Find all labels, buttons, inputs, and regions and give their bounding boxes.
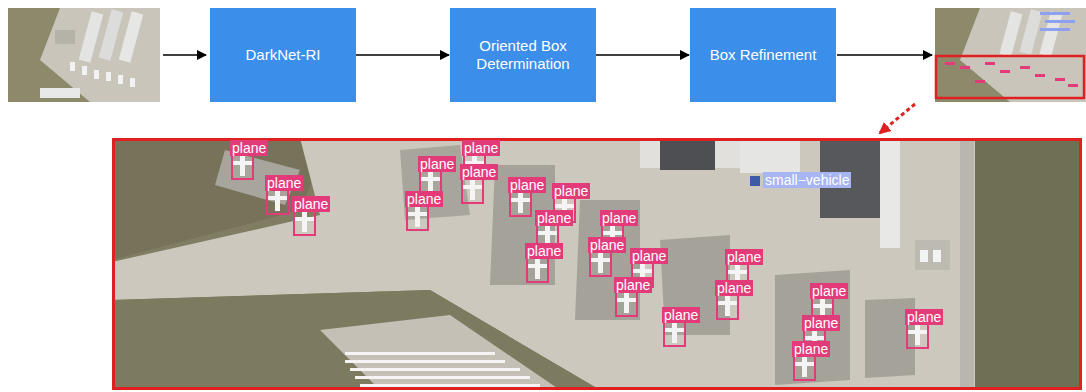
process-box: Box Refinement	[690, 8, 836, 102]
box-label: Box Refinement	[710, 46, 817, 64]
output-arrow	[837, 54, 932, 56]
box-label: DarkNet-RI	[245, 46, 320, 64]
zoom-arrow	[880, 104, 915, 133]
class-label: plane	[552, 183, 590, 199]
input-arrow	[163, 54, 206, 56]
class-label: plane	[508, 177, 546, 193]
plane-box	[616, 289, 637, 316]
class-label: plane	[614, 277, 652, 293]
class-label: plane	[802, 315, 840, 331]
plane-box	[527, 255, 548, 282]
class-label: plane	[905, 309, 943, 325]
flow-arrow	[596, 54, 689, 56]
class-label: plane	[230, 140, 268, 156]
class-label: plane	[292, 196, 330, 212]
plane-box	[407, 203, 428, 230]
plane-box	[590, 249, 611, 276]
class-label: plane	[462, 140, 500, 156]
class-label: plane	[725, 249, 763, 265]
process-box: DarkNet-RI	[210, 8, 356, 102]
class-label: plane	[265, 175, 303, 191]
class-label: plane	[600, 210, 638, 226]
input-image	[8, 8, 160, 102]
zoom-marker	[936, 56, 1084, 98]
class-label: plane	[792, 341, 830, 357]
class-label: plane	[525, 243, 563, 259]
class-label: plane	[588, 237, 626, 253]
class-label: plane	[662, 307, 700, 323]
plane-box	[462, 176, 483, 203]
vehicle-label: small−vehicle	[763, 172, 851, 188]
plane-box	[510, 189, 531, 216]
plane-box	[294, 208, 315, 235]
class-label: plane	[460, 164, 498, 180]
aerial-view	[112, 138, 1082, 390]
box-label: Oriented Box Determination	[460, 37, 586, 73]
output-image	[935, 8, 1086, 102]
plane-box	[717, 292, 738, 319]
flow-arrow	[356, 54, 449, 56]
plane-box	[232, 152, 253, 179]
plane-box	[267, 187, 288, 214]
class-label: plane	[405, 191, 443, 207]
class-label: plane	[810, 283, 848, 299]
class-label: plane	[535, 210, 573, 226]
plane-boxes	[232, 152, 928, 380]
zoom-frame	[114, 140, 1081, 389]
plane-box	[664, 319, 685, 346]
plane-box	[794, 353, 815, 380]
class-label: plane	[630, 248, 668, 264]
class-label: plane	[715, 280, 753, 296]
process-box: Oriented Box Determination	[450, 8, 596, 102]
class-label: plane	[418, 156, 456, 172]
plane-box	[907, 321, 928, 348]
